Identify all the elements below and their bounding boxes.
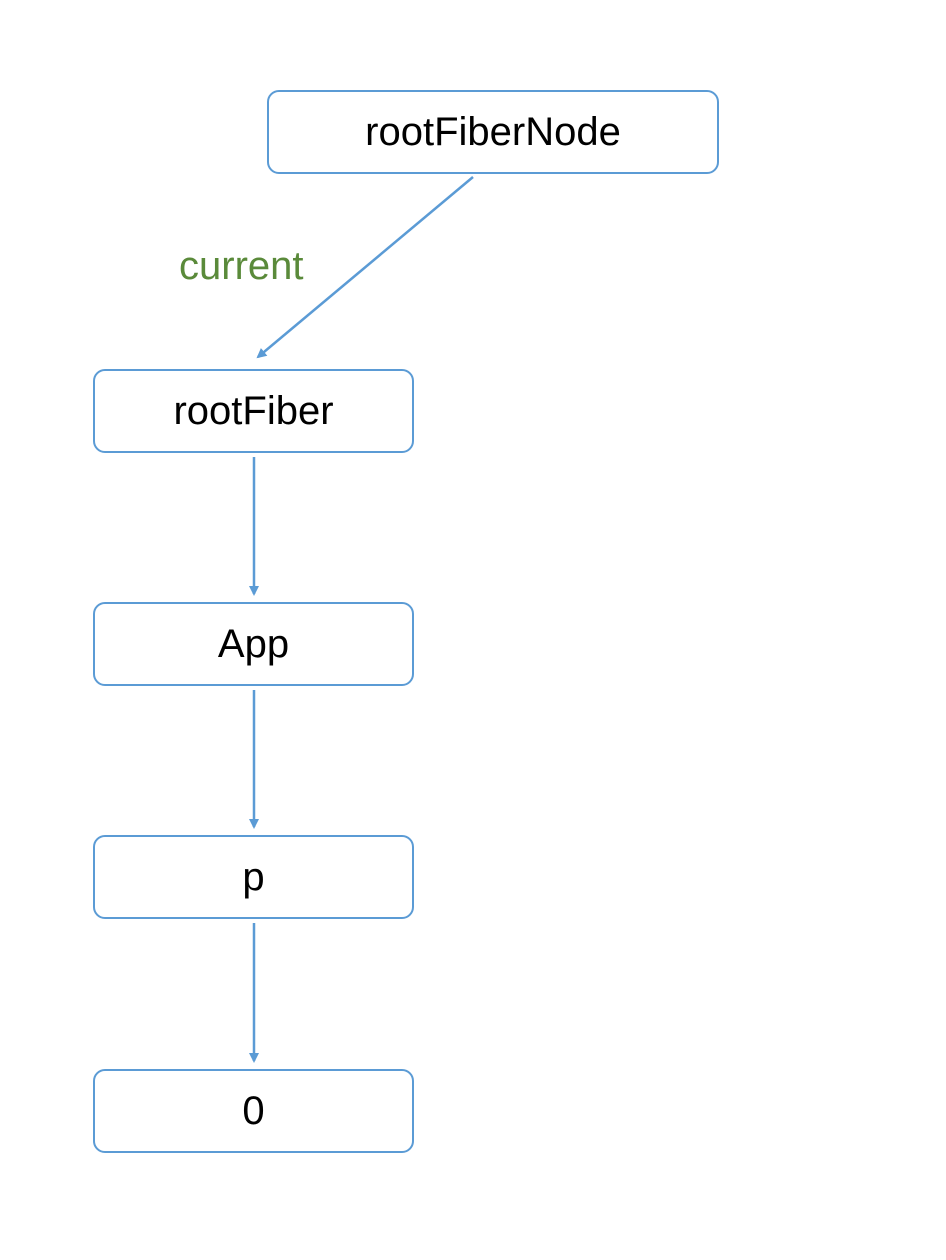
node-label: App bbox=[217, 622, 290, 666]
node-label: p bbox=[242, 855, 265, 899]
node-zero: 0 bbox=[93, 1069, 414, 1153]
node-root-fiber: rootFiber bbox=[93, 369, 414, 453]
edge-current-arrow bbox=[256, 176, 474, 359]
node-label: 0 bbox=[242, 1089, 265, 1133]
node-app: App bbox=[93, 602, 414, 686]
node-p: p bbox=[93, 835, 414, 919]
node-label: rootFiber bbox=[173, 389, 334, 433]
edge-label-current: current bbox=[179, 244, 304, 288]
node-root-fiber-node: rootFiberNode bbox=[267, 90, 719, 174]
node-label: rootFiberNode bbox=[365, 110, 621, 154]
